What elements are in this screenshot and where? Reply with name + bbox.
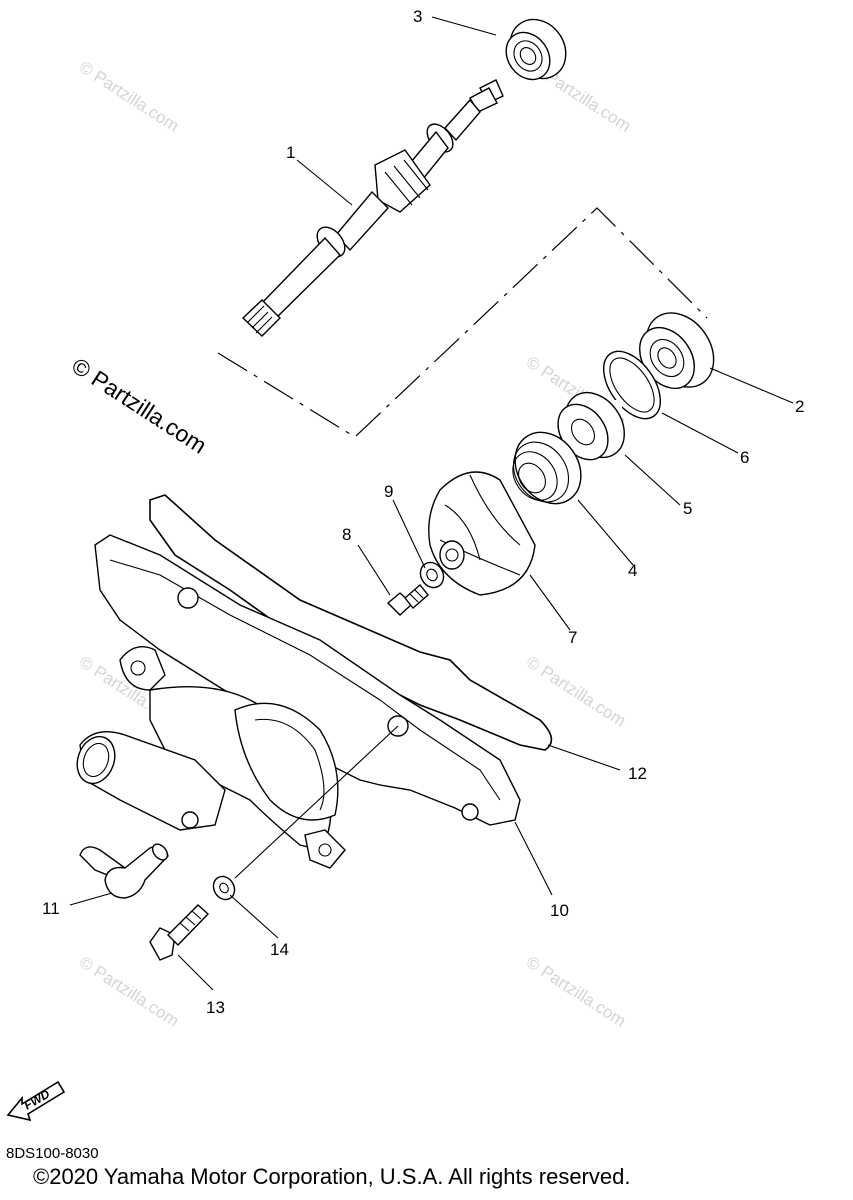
callout-7: 7: [568, 628, 577, 647]
watermark: © Partzilla.com: [76, 952, 182, 1030]
mechanical-seal: [512, 431, 582, 505]
oil-seal: [557, 391, 625, 461]
watermark: © Partzilla.com: [76, 57, 182, 135]
callout-2: 2: [795, 397, 804, 416]
callout-14: 14: [270, 940, 289, 959]
callout-13: 13: [206, 998, 225, 1017]
pump-housing: [76, 534, 521, 869]
housing-washer: [212, 875, 236, 901]
callout-11: 11: [42, 899, 60, 918]
callout-10: 10: [550, 901, 569, 920]
callout-4: 4: [628, 561, 637, 580]
callout-9: 9: [384, 482, 393, 501]
callout-3: 3: [413, 7, 422, 26]
assembly-bracket: [217, 207, 708, 438]
bolt-line: [234, 725, 399, 879]
callout-1: 1: [286, 143, 295, 162]
housing-bolt: [149, 904, 210, 961]
washer: [419, 561, 445, 589]
callout-6: 6: [740, 448, 749, 467]
callout-5: 5: [683, 499, 692, 518]
callouts: 3 1 2 6 5 9 8 4 7 12 10 11 14 13: [42, 7, 804, 1017]
bearing: [639, 312, 715, 390]
impeller-bolt: [386, 583, 429, 616]
impeller: [428, 471, 536, 596]
callout-12: 12: [628, 764, 647, 783]
diagram-code: 8DS100-8030: [6, 1145, 99, 1162]
leader-lines: [69, 16, 794, 991]
bearing-top: [505, 18, 567, 81]
fwd-arrow-icon: FWD: [6, 1080, 66, 1122]
hose-fitting: [79, 843, 169, 899]
copyright-notice: ©2020 Yamaha Motor Corporation, U.S.A. A…: [33, 1164, 631, 1189]
impeller-shaft: [241, 79, 504, 337]
watermark-large: © Partzilla.com: [67, 352, 211, 458]
circlip: [603, 350, 661, 420]
callout-8: 8: [342, 525, 351, 544]
watermark: © Partzilla.com: [523, 952, 629, 1030]
